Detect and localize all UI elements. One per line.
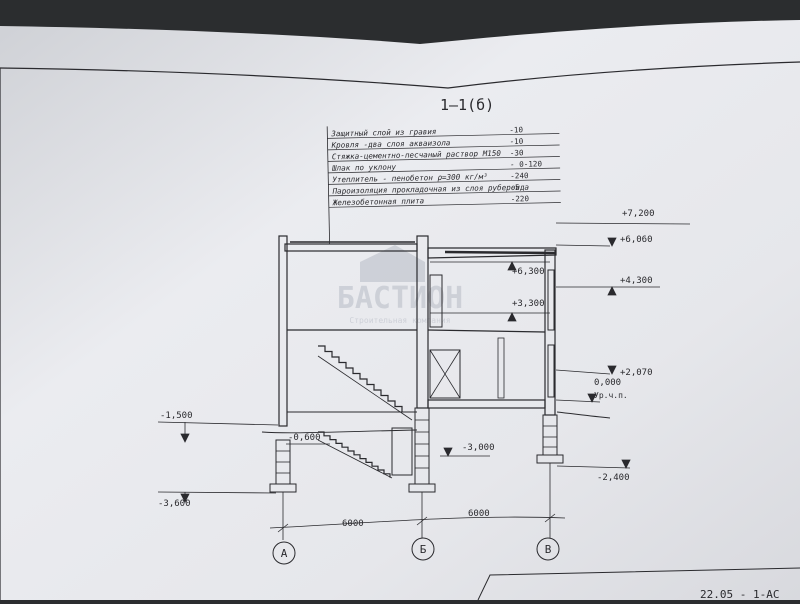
elevation-label-7200: +7,200 — [622, 209, 655, 219]
opening-upper — [429, 274, 443, 328]
elevation-label-minus-1500: -1,500 — [160, 411, 193, 421]
svg-text:В: В — [545, 543, 552, 556]
roof-layer-label: Утеплитель - пенобетон ρ=300 кг/м³ — [332, 172, 488, 184]
roof-layer-thickness: -220 — [511, 194, 530, 203]
roof-layer-underline — [328, 202, 561, 208]
foundation-b — [408, 407, 436, 493]
floor-slab-right-upper — [427, 329, 546, 333]
roof-layer-thickness: -240 — [510, 171, 529, 180]
axis-marker-v: В — [536, 537, 560, 561]
elevation-label-4300: +4,300 — [620, 276, 653, 286]
elevation-labels: +7,200 +6,060 +6,300 +4,300 +3,300 +2,07… — [158, 209, 655, 509]
watermark-tagline: Строительная компания — [349, 316, 450, 325]
floor-slab-ground — [427, 399, 546, 409]
roof-layer-thickness: - 0-120 — [510, 159, 543, 169]
column-mid — [497, 337, 505, 399]
roof-layer-thickness: -10 — [509, 137, 523, 146]
watermark-name: БАСТИОН — [337, 281, 463, 316]
door-basement — [391, 427, 413, 476]
elevation-label-minus-3600: -3,600 — [158, 499, 191, 509]
window-upper — [547, 269, 555, 331]
section-title: 1–1(б) — [440, 96, 494, 114]
door-ground — [429, 349, 461, 399]
roof-layer-underline — [328, 167, 561, 174]
stair-flight-lower — [318, 431, 391, 478]
wall-axis-a — [278, 235, 288, 427]
elevation-leaders-right — [430, 222, 691, 469]
elevation-label-6060: +6,060 — [620, 235, 653, 245]
roof-layer-underline — [328, 190, 561, 197]
sheet-frame — [0, 61, 800, 89]
building-section — [261, 235, 611, 540]
roof-layer-underline — [328, 179, 561, 185]
roof-layer-thickness: -5 — [510, 183, 519, 192]
roof-layer-label: Шлак по уклону — [331, 162, 397, 172]
ground-level-label: Ур.ч.п. — [594, 391, 628, 400]
title-block-edge — [477, 567, 800, 601]
watermark-logo: БАСТИОН Строительная компания — [337, 245, 463, 325]
dimension-a-b: 6000 — [342, 519, 364, 529]
elevation-label-6300: +6,300 — [512, 267, 545, 277]
roof-layer-label: Кровля -два слоя акваизола — [330, 138, 450, 150]
elevation-label-0000: 0,000 — [594, 378, 621, 388]
svg-text:Б: Б — [420, 543, 427, 556]
elevation-label-minus-0600: -0,600 — [288, 433, 321, 443]
axis-marker-a: А — [272, 541, 296, 565]
elevation-label-2070: +2,070 — [620, 368, 653, 378]
roof-layer-thickness: -10 — [509, 125, 523, 134]
elevation-label-minus-2400: -2,400 — [597, 473, 630, 483]
dimension-chain — [269, 513, 566, 533]
elevation-label-3300: +3,300 — [512, 299, 545, 309]
roof-layer-label: Защитный слой из гравия — [330, 127, 437, 138]
paper — [0, 20, 800, 600]
roof-layer-label: Стяжка-цементно-песчаный раствор М150 — [332, 149, 502, 162]
roof-insulation-right — [444, 250, 557, 255]
stair-flight-upper — [318, 345, 403, 412]
ground-line-right — [556, 411, 611, 419]
window-lower — [547, 344, 555, 398]
elevation-leaders-left — [157, 421, 490, 503]
roof-layer-underline — [327, 144, 560, 151]
roof-layer-thickness: -30 — [510, 148, 524, 157]
leader-line — [326, 126, 331, 245]
ground-line-left — [261, 429, 418, 434]
stamp-fragment: 22.05 - 1-АС — [700, 588, 779, 600]
roof-layer-underline — [327, 156, 560, 162]
roof-layer-underline — [327, 133, 560, 139]
roof-layer-label: Железобетонная плита — [332, 196, 425, 207]
axis-marker-b: Б — [411, 537, 435, 561]
elevation-label-minus-3000: -3,000 — [462, 443, 495, 453]
svg-text:А: А — [281, 547, 288, 560]
dimension-b-v: 6000 — [468, 509, 490, 519]
